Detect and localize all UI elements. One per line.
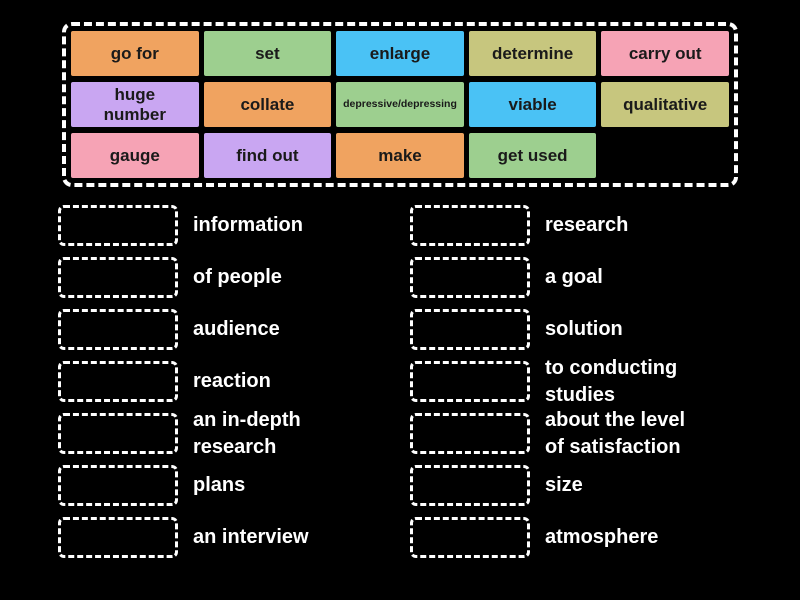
match-label: an in-depth research (193, 409, 301, 458)
word-tile[interactable]: enlarge (336, 31, 464, 76)
drop-zone[interactable] (410, 465, 530, 506)
match-row: a goal (410, 257, 685, 298)
word-tile[interactable]: set (203, 31, 332, 76)
drop-zone[interactable] (58, 465, 178, 506)
match-row: information (58, 205, 309, 246)
word-tile[interactable]: viable (468, 82, 597, 127)
match-column-right: research a goal solution to conducting stud… (410, 205, 685, 569)
word-tile[interactable]: huge number (71, 82, 199, 127)
word-tile[interactable]: go for (71, 31, 199, 76)
match-row: reaction (58, 361, 309, 402)
drop-zone[interactable] (410, 309, 530, 350)
match-row: an in-depth research (58, 409, 309, 458)
match-row: atmosphere (410, 517, 685, 558)
match-row: of people (58, 257, 309, 298)
match-row: solution (410, 309, 685, 350)
drop-zone[interactable] (58, 309, 178, 350)
match-row: research (410, 205, 685, 246)
match-label: plans (193, 474, 246, 497)
drop-zone[interactable] (410, 413, 530, 454)
match-row: an interview (58, 517, 309, 558)
match-label: reaction (193, 370, 271, 393)
match-label: a goal (545, 266, 603, 289)
drop-zone[interactable] (58, 205, 178, 246)
match-label: solution (545, 318, 623, 341)
match-label: about the level of satisfaction (545, 409, 686, 458)
word-bank-empty-slot (601, 133, 729, 178)
match-row: size (410, 465, 685, 506)
drop-zone[interactable] (58, 413, 178, 454)
word-tile[interactable]: gauge (71, 133, 199, 178)
match-label: information (193, 214, 303, 237)
word-tile[interactable]: collate (203, 82, 332, 127)
match-label: to conducting studies (545, 357, 678, 406)
drop-zone[interactable] (410, 205, 530, 246)
word-tile[interactable]: find out (203, 133, 332, 178)
drop-zone[interactable] (410, 361, 530, 402)
word-tile[interactable]: qualitative (601, 82, 729, 127)
match-row: to conducting studies (410, 357, 685, 406)
match-label: of people (193, 266, 282, 289)
word-tile[interactable]: get used (468, 133, 597, 178)
match-label: audience (193, 318, 280, 341)
word-tile[interactable]: carry out (601, 31, 729, 76)
match-row: plans (58, 465, 309, 506)
match-label: research (545, 214, 629, 237)
match-row: about the level of satisfaction (410, 409, 685, 458)
drop-zone[interactable] (58, 517, 178, 558)
drop-zone[interactable] (58, 257, 178, 298)
word-tile[interactable]: make (336, 133, 464, 178)
match-row: audience (58, 309, 309, 350)
word-tile[interactable]: depressive/depressing (336, 82, 464, 127)
match-label: size (545, 474, 583, 497)
match-label: an interview (193, 526, 309, 549)
match-label: atmosphere (545, 526, 659, 549)
drop-zone[interactable] (58, 361, 178, 402)
match-column-left: information of people audience reaction an i… (58, 205, 309, 569)
word-tile[interactable]: determine (468, 31, 597, 76)
drop-zone[interactable] (410, 517, 530, 558)
drop-zone[interactable] (410, 257, 530, 298)
